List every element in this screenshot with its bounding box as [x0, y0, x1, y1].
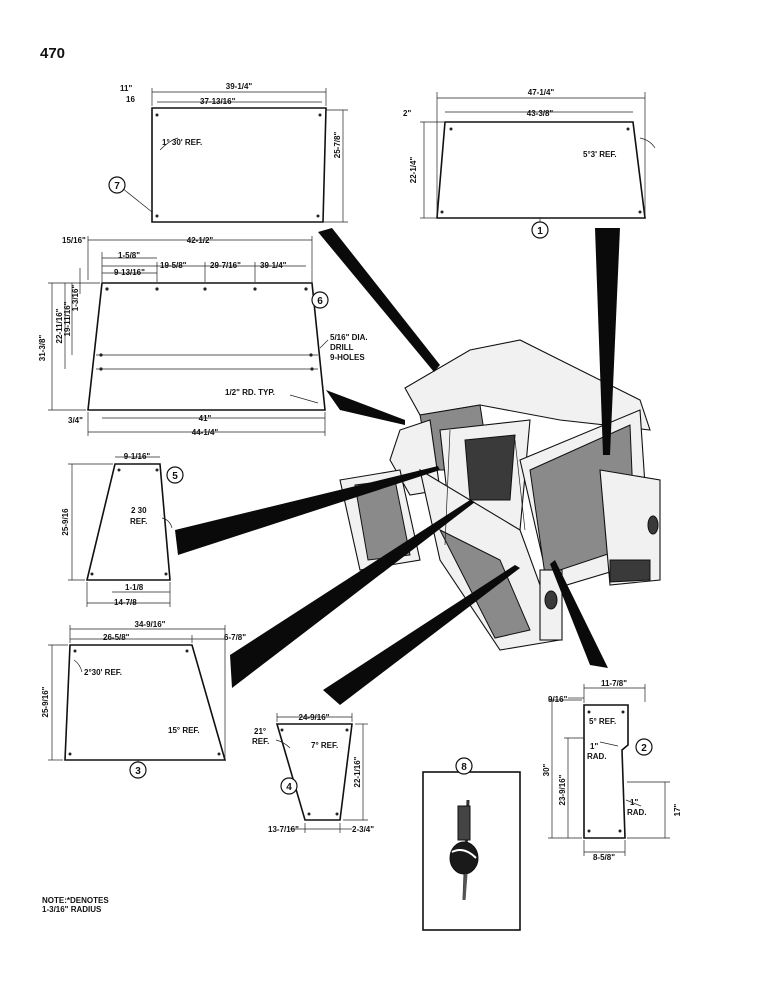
part-2-callout	[635, 738, 653, 756]
part-6-bottom-inner: 41"	[199, 414, 212, 423]
part-6-width-overall: 42-1/2"	[187, 236, 214, 245]
cab-illustration	[339, 339, 661, 651]
part-3-height: 25-9/16"	[41, 686, 50, 717]
pointer-wedges	[175, 228, 620, 705]
part-4-bottom-right: 2-3/4"	[352, 825, 374, 834]
part-4-bottom: 13-7/16"	[268, 825, 299, 834]
pointer-part-7	[318, 228, 440, 372]
part-7-height: 25-7/8"	[333, 132, 342, 159]
part-7-callout-number: 7	[114, 181, 120, 192]
part-7-angle: 1° 30' REF.	[162, 138, 202, 147]
note-line-2: 1-3/16" RADIUS	[42, 905, 102, 914]
part-2-radius-2-label: RAD.	[627, 808, 647, 817]
part-5-angle-1: 2 30	[131, 506, 147, 515]
page-number: 470	[40, 45, 65, 62]
part-3-top-right: 6-7/8"	[224, 633, 246, 642]
part-3-top-overall: 34-9/16"	[135, 620, 166, 629]
part-2-height-inner: 23-9/16"	[558, 774, 567, 805]
part-1-width-inner: 43-3/8"	[527, 109, 554, 118]
part-2-top-offset: 9/16"	[548, 695, 568, 704]
part-1-windshield: 47-1/4" 43-3/8" 2" 22-1/4" 5°3' REF. 1	[403, 88, 656, 239]
part-5-angle-2: REF.	[130, 517, 147, 526]
part-3-top-left: 26-5/8"	[103, 633, 130, 642]
pointer-part-1	[595, 228, 620, 455]
part-5-top: 9-1/16"	[124, 452, 151, 461]
part-2-radius-1-value: 1"	[590, 742, 598, 751]
part-1-callout-number: 1	[537, 226, 543, 237]
part-6-roof-glass: 42-1/2" 15/16" 1-5/8" 19-5/8" 29-7/16" 3…	[38, 236, 368, 437]
part-2-bottom: 8-5/8"	[593, 853, 615, 862]
part-6-spacing-2: 19-5/8"	[160, 261, 187, 270]
part-2-angle: 5° REF.	[589, 717, 616, 726]
pointer-part-2	[550, 560, 608, 668]
part-2-radius-2-value: 1"	[630, 798, 638, 807]
part-7-rear-glass: 39-1/4" 37-13/16" 11" 16 25-7/8" 1° 30' …	[108, 82, 348, 223]
part-5-callout-number: 5	[172, 471, 178, 482]
part-8-weatherstrip-section: 8	[422, 757, 521, 931]
part-6-bottom-offset: 3/4"	[68, 416, 83, 425]
pointer-part-6	[326, 390, 405, 425]
part-1-angle: 5°3' REF.	[583, 150, 617, 159]
part-5-callout	[166, 466, 184, 484]
part-1-width-overall: 47-1/4"	[528, 88, 555, 97]
part-4-angle-right: 7° REF.	[311, 741, 338, 750]
part-7-offset-bottom: 16	[126, 95, 135, 104]
part-7-width-overall: 39-1/4"	[226, 82, 253, 91]
part-6-callout	[311, 291, 329, 309]
part-3-angle-right: 15° REF.	[168, 726, 200, 735]
part-6-spacing-1: 9-13/16"	[114, 268, 145, 277]
part-7-width-inner: 37-13/16"	[200, 97, 236, 106]
part-3-callout	[129, 761, 147, 779]
part-1-offset: 2"	[403, 109, 411, 118]
part-4-height: 22-1/16"	[353, 756, 362, 787]
part-2-radius-1-label: RAD.	[587, 752, 607, 761]
part-2-rear-side-glass: 11-7/8" 9/16" 5° REF. 1" RAD. 1" RAD. 30…	[542, 679, 682, 862]
part-6-callout-number: 6	[317, 296, 323, 307]
part-6-drill-size: 5/16" DIA.	[330, 333, 368, 342]
part-5-side-glass: 9-1/16" 25-9/16 2 30 REF. 1-1/8 14-7/8 5	[61, 452, 184, 607]
part-6-height-total: 31-3/8"	[38, 335, 47, 362]
part-2-height-total: 30"	[542, 763, 551, 776]
pointer-part-5	[175, 466, 440, 555]
part-6-height-2: 22-11/16"	[55, 308, 64, 343]
part-1-height: 22-1/4"	[409, 157, 418, 184]
part-5-height: 25-9/16	[61, 508, 70, 536]
part-6-spacing-first: 1-5/8"	[118, 251, 140, 260]
part-6-spacing-3: 29-7/16"	[210, 261, 241, 270]
part-3-door-glass: 34-9/16" 26-5/8" 6-7/8" 25-9/16" 2°30' R…	[41, 620, 246, 779]
part-7-offset-top: 11"	[120, 84, 132, 93]
part-6-drill-holes: 9-HOLES	[330, 353, 365, 362]
part-4-callout-number: 4	[286, 782, 292, 793]
pointer-part-4	[323, 565, 520, 705]
part-2-callout-number: 2	[641, 743, 647, 754]
part-6-height-3: 19-11/16"	[63, 301, 72, 336]
part-2-height-right: 17"	[673, 803, 682, 816]
part-6-spacing-4: 39-1/4"	[260, 261, 287, 270]
part-4-angle-left-2: REF.	[252, 737, 269, 746]
part-3-callout-number: 3	[135, 766, 141, 777]
part-6-radius: 1/2" RD. TYP.	[225, 388, 275, 397]
part-4-callout	[280, 777, 298, 795]
part-4-corner-glass: 24-9/16" 21° REF. 7° REF. 22-1/16" 13-7/…	[252, 713, 374, 834]
part-8-callout	[455, 757, 473, 775]
part-5-bottom-inner: 1-1/8	[125, 583, 144, 592]
part-4-top: 24-9/16"	[299, 713, 330, 722]
part-6-drill-label: DRILL	[330, 343, 354, 352]
pointer-part-3	[230, 500, 475, 688]
part-6-bottom-overall: 44-1/4"	[192, 428, 219, 437]
part-6-height-4: 1-3/16"	[71, 285, 80, 312]
part-3-angle-left: 2°30' REF.	[84, 668, 122, 677]
part-5-bottom-overall: 14-7/8	[114, 598, 137, 607]
note-line-1: NOTE:*DENOTES	[42, 896, 109, 905]
part-7-callout	[108, 176, 126, 194]
part-2-top: 11-7/8"	[601, 679, 627, 688]
part-4-angle-left-1: 21°	[254, 727, 266, 736]
part-1-callout	[531, 221, 549, 239]
part-6-offset-left: 15/16"	[62, 236, 86, 245]
part-8-callout-number: 8	[461, 762, 467, 773]
